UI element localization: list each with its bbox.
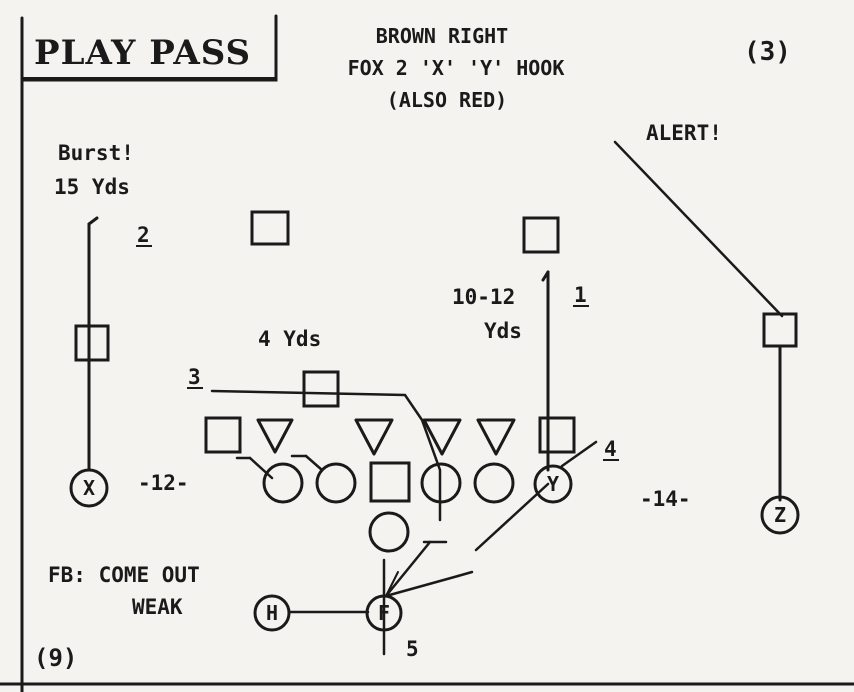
defender-square bbox=[522, 216, 560, 254]
defender-square bbox=[538, 416, 576, 454]
player-y-label: Y bbox=[547, 472, 559, 496]
block-mark-lg-angle bbox=[304, 454, 324, 472]
block-mark-lt-angle bbox=[248, 456, 274, 480]
defender-square bbox=[74, 324, 110, 362]
player-f-circle bbox=[365, 594, 403, 632]
read-5-label: 5 bbox=[406, 637, 419, 661]
player-x-circle bbox=[69, 468, 109, 508]
player-x-label: X bbox=[83, 476, 95, 500]
defender-square bbox=[302, 370, 340, 408]
right-guard bbox=[420, 462, 462, 504]
left-tackle bbox=[262, 462, 304, 504]
defender-triangle bbox=[476, 418, 516, 456]
burst-label: Burst! bbox=[58, 141, 134, 165]
page-number: (9) bbox=[34, 644, 77, 672]
formation-line-2: FOX 2 'X' 'Y' HOOK bbox=[348, 56, 565, 80]
read-4-label: 4 bbox=[604, 437, 617, 461]
player-y-circle bbox=[533, 464, 573, 504]
left-guard bbox=[315, 462, 357, 504]
quarterback bbox=[368, 511, 410, 553]
y-to-fb-line bbox=[474, 482, 550, 552]
player-h-label: H bbox=[266, 601, 278, 625]
title-box bbox=[20, 14, 278, 82]
route-4 bbox=[560, 440, 598, 468]
burst-yards-label: 15 Yds bbox=[54, 175, 130, 199]
center-square bbox=[369, 461, 411, 503]
fb-flat-route bbox=[384, 574, 460, 598]
fb-angle-route bbox=[384, 540, 432, 598]
player-z-label: Z bbox=[774, 503, 786, 527]
defender-triangle bbox=[422, 418, 462, 456]
defender-square bbox=[204, 416, 242, 454]
alert-pointer-line bbox=[613, 140, 784, 318]
defender-triangle bbox=[354, 418, 394, 456]
split-left-label: -12- bbox=[138, 471, 189, 495]
formation-line-1: BROWN RIGHT bbox=[376, 24, 508, 48]
fb-note-line-1: FB: COME OUT bbox=[48, 563, 200, 587]
formation-line-3: (ALSO RED) bbox=[387, 88, 507, 112]
x-burst-route-tick bbox=[87, 216, 99, 226]
alert-label: ALERT! bbox=[646, 121, 722, 145]
f-inner-line bbox=[385, 571, 399, 597]
player-z-circle bbox=[760, 495, 800, 535]
read-2-label: 2 bbox=[137, 223, 150, 247]
route-3-crosser bbox=[210, 389, 442, 522]
hook-depth-yards-label: Yds bbox=[484, 319, 522, 343]
defender-square bbox=[250, 210, 290, 246]
read-3-label: 3 bbox=[188, 365, 201, 389]
player-h-circle bbox=[253, 594, 291, 632]
read-1-label: 1 bbox=[574, 283, 587, 307]
short-depth-label: 4 Yds bbox=[258, 327, 321, 351]
play-number: (3) bbox=[744, 37, 791, 67]
y-hook-route-tick bbox=[541, 270, 550, 282]
player-f-label: F bbox=[378, 601, 390, 625]
split-right-label: -14- bbox=[640, 487, 691, 511]
right-tackle bbox=[473, 462, 515, 504]
defender-square bbox=[762, 312, 798, 348]
hook-depth-label: 10-12 bbox=[452, 285, 515, 309]
fb-flat-route-tick bbox=[456, 570, 474, 578]
page-title: PLAY PASS bbox=[34, 33, 251, 73]
defender-triangle bbox=[256, 418, 294, 454]
fb-note-line-2: WEAK bbox=[132, 595, 183, 619]
